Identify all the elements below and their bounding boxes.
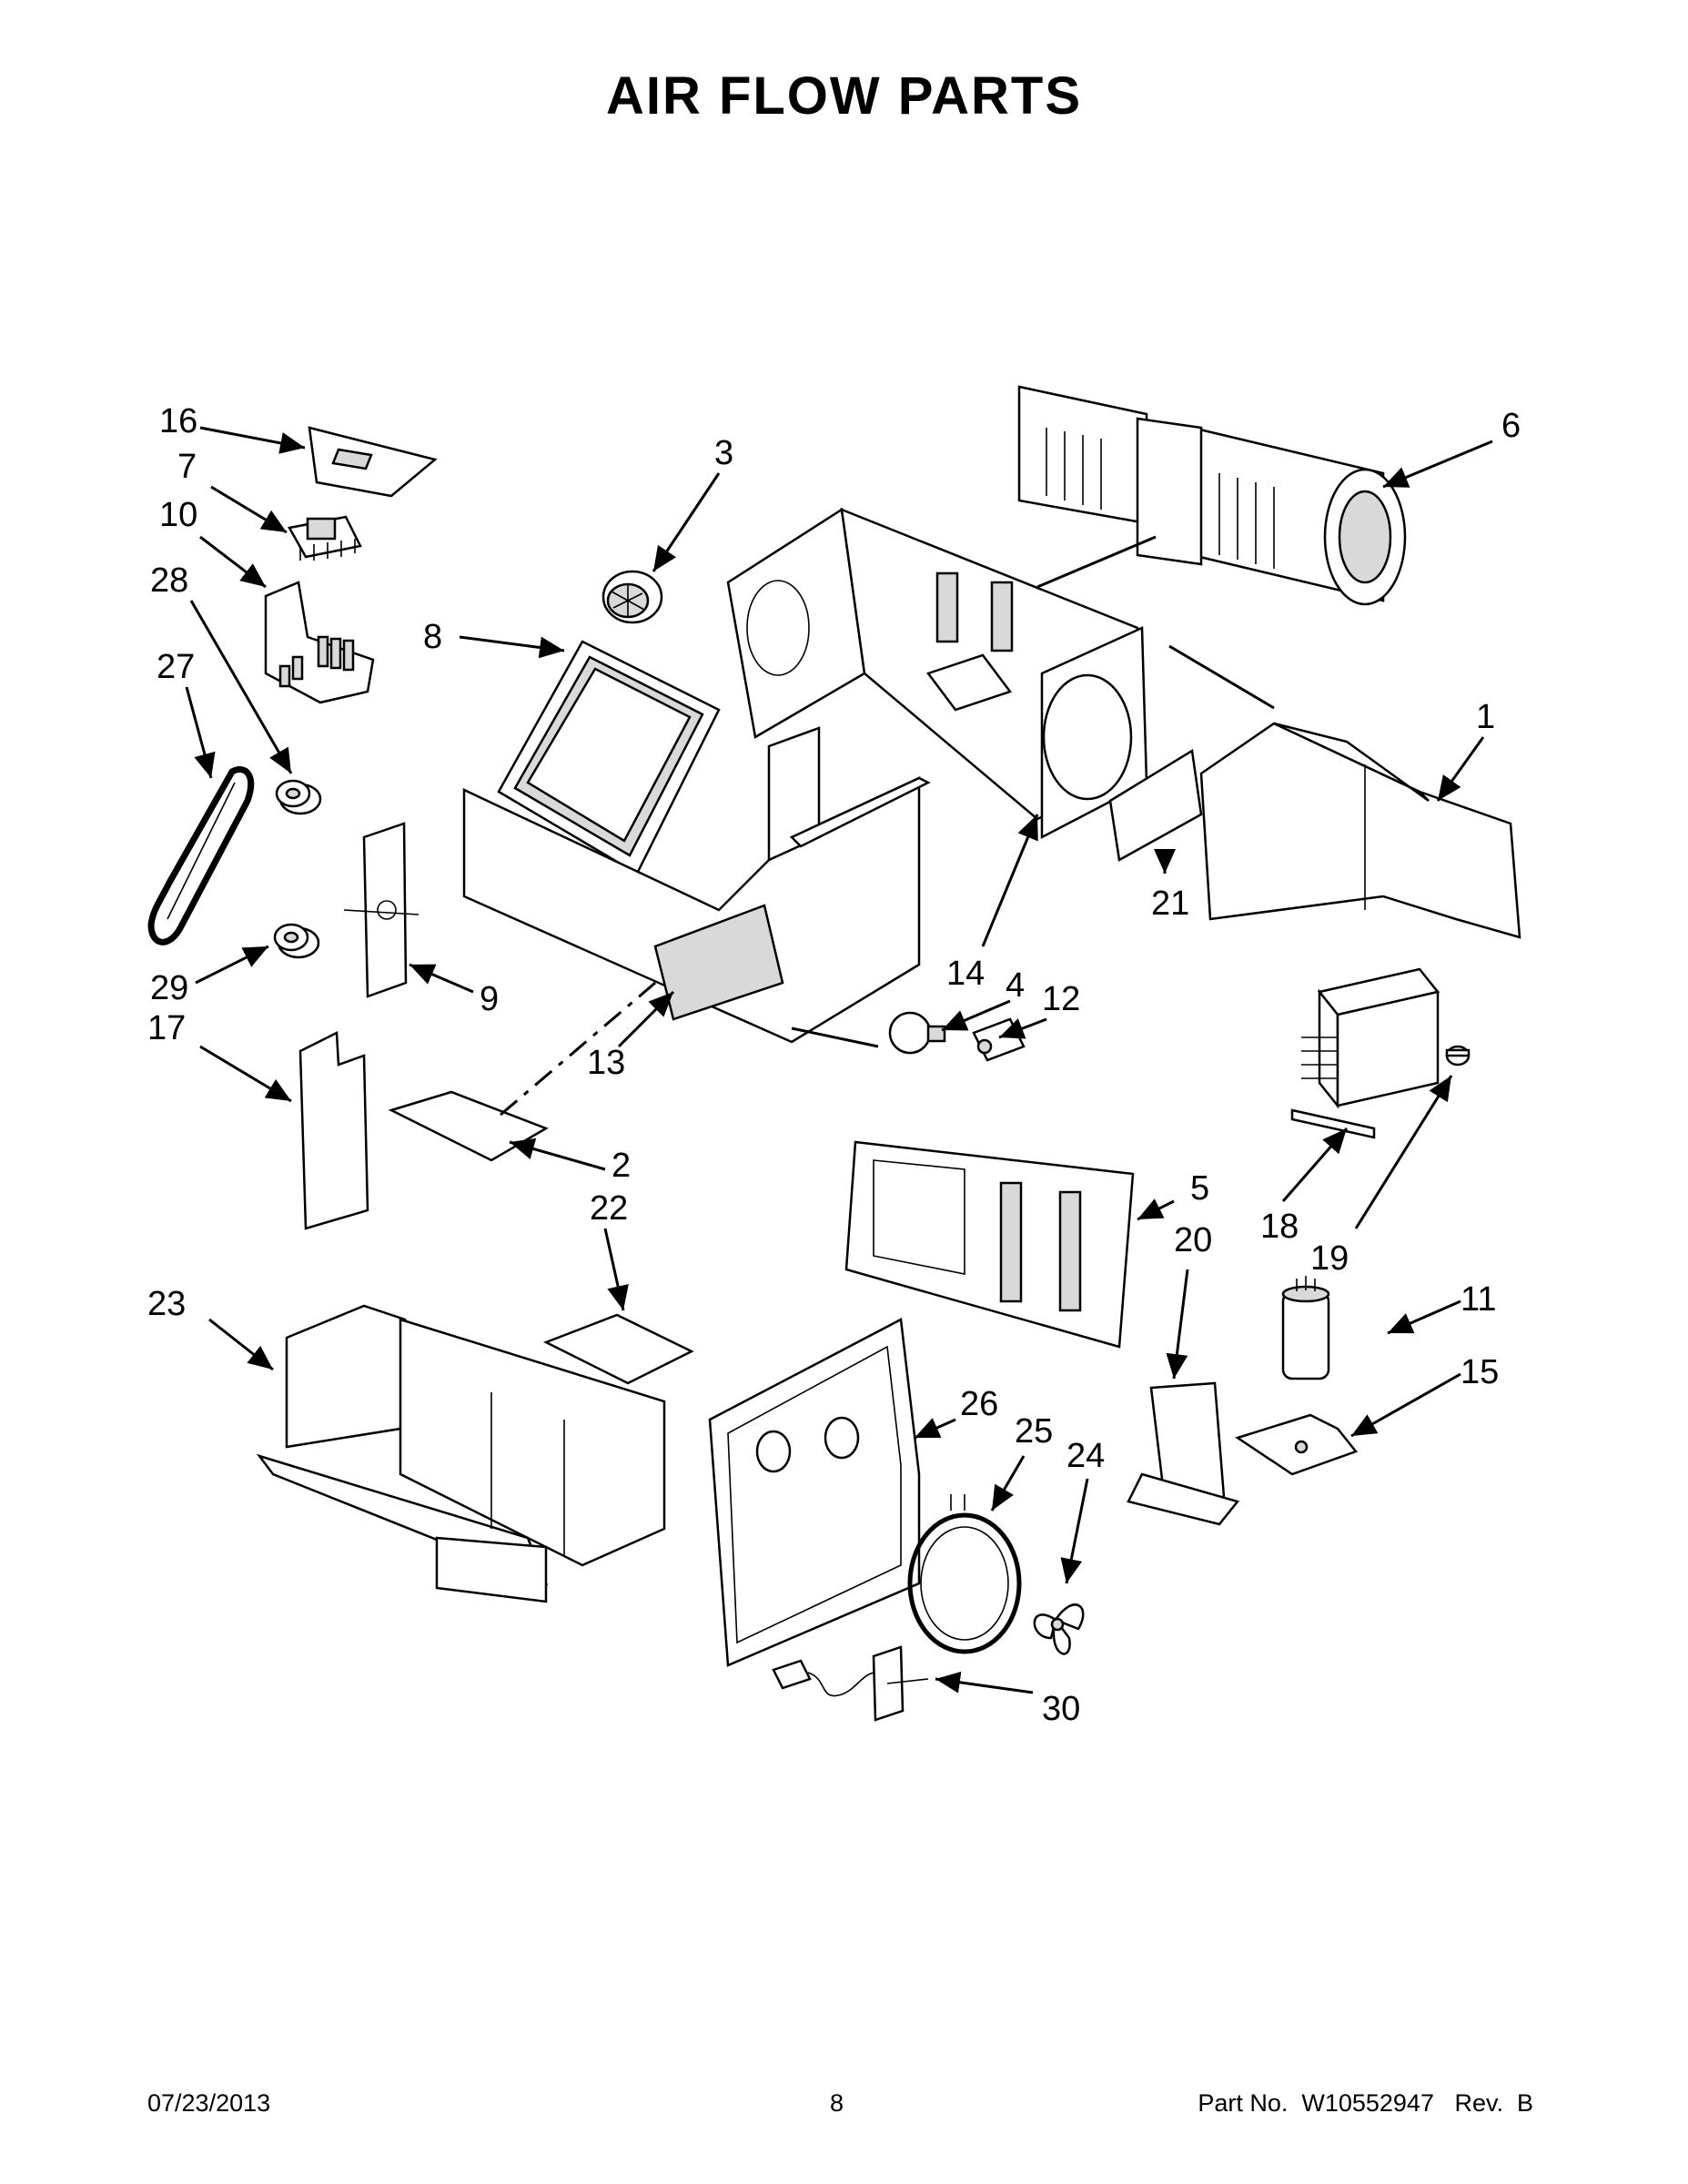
part-12-lamp-socket [972,1017,1026,1062]
callout-26: 26 [960,1385,998,1423]
part-9-motor-plate [343,822,419,998]
callout-7: 7 [177,448,197,486]
callout-27: 27 [157,648,195,686]
callout-4: 4 [1006,966,1025,1005]
part-17-bracket-plate [298,1031,369,1230]
callout-22: 22 [590,1189,628,1228]
callout-19: 19 [1310,1239,1349,1278]
callout-25: 25 [1015,1412,1053,1451]
callout-5: 5 [1190,1169,1209,1208]
part-19-thermal-switch [1445,1045,1471,1067]
part-3-fan-motor [601,570,663,624]
part-26-door-frame [708,1318,921,1667]
footer-date: 07/23/2013 [147,2089,271,2117]
part-30-sensor [772,1645,929,1722]
part-16-label-plate [308,426,438,498]
callout-29: 29 [150,969,188,1007]
part-23-air-duct-housing [256,1304,666,1603]
part-28-pulley [275,779,322,815]
part-21-filter-pad [1108,748,1203,862]
callout-10: 10 [159,496,197,534]
callout-17: 17 [147,1009,186,1047]
part-10-circuit-board [264,581,375,704]
callout-2: 2 [612,1147,631,1185]
part-20-vent-guide [1127,1381,1240,1526]
part-2-cover-plate [388,1090,549,1162]
callout-15: 15 [1461,1353,1499,1391]
part-29-pulley [273,923,320,959]
part-11-capacitor [1281,1276,1330,1380]
part-14-cavity-frame [726,507,1148,840]
part-7-relay [288,515,362,561]
part-8-filter-frame [497,640,721,875]
callout-18: 18 [1260,1208,1299,1246]
footer-page-number: 8 [830,2089,844,2117]
footer-part-number: Part No. W10552947 Rev. B [1198,2089,1533,2117]
part-6-blower-assembly [1017,385,1407,606]
callout-12: 12 [1042,980,1080,1018]
callout-21: 21 [1151,885,1189,923]
part-22-filter-sheet [542,1313,694,1385]
callout-1: 1 [1476,698,1495,736]
callout-24: 24 [1066,1437,1105,1475]
leader-lines [185,426,1493,1694]
callout-6: 6 [1501,407,1521,445]
callout-14: 14 [946,955,985,993]
part-13-lower-housing [462,726,931,1044]
callout-30: 30 [1042,1690,1080,1728]
part-24-fan-blade [1033,1603,1085,1655]
callout-28: 28 [150,561,188,600]
part-27-belt [147,766,255,945]
callout-20: 20 [1174,1221,1212,1259]
callout-8: 8 [423,618,442,656]
callout-9: 9 [480,980,499,1018]
callout-23: 23 [147,1285,186,1323]
callout-16: 16 [159,402,197,440]
callout-11: 11 [1461,1280,1496,1319]
part-4-light-bulb [888,1011,946,1055]
callout-3: 3 [714,434,733,472]
part-15-bracket [1235,1413,1359,1476]
part-18-transformer [1290,967,1440,1139]
part-5-panel [844,1140,1135,1349]
part-1-duct [1199,722,1521,939]
callout-13: 13 [587,1044,625,1082]
page-title: AIR FLOW PARTS [605,66,1083,126]
callout-labels: 16 7 10 28 27 29 9 8 3 6 1 21 14 4 12 13… [147,402,1521,1728]
part-25-heating-element [907,1494,1022,1654]
